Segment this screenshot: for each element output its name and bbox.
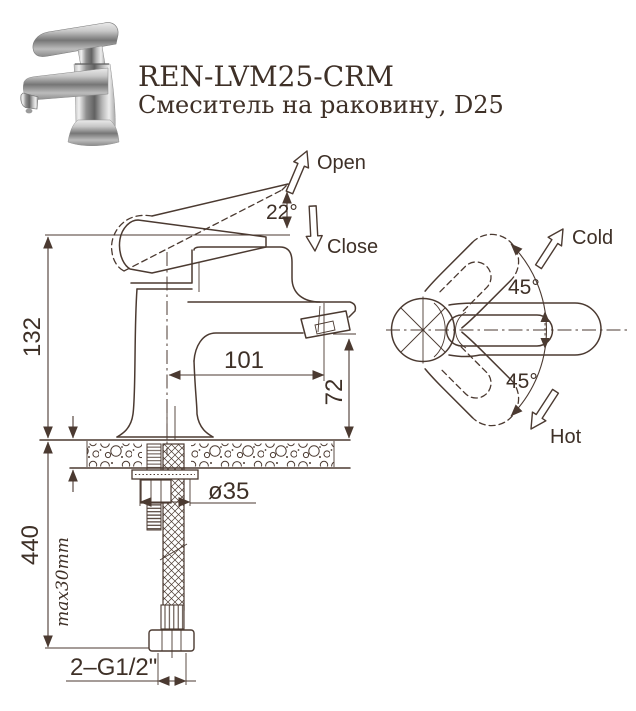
dim-cold-swing-angle: 45° <box>508 276 540 299</box>
dim-connection-thread: 2–G1/2" <box>70 654 157 681</box>
cold-arrow-icon <box>534 228 564 270</box>
front-view: 22° 132 101 72 440 max30mm ø35 2–G1/2" <box>17 150 378 686</box>
countertop-hatch-left <box>87 443 142 467</box>
dim-hot-swing-angle: 45° <box>506 370 538 393</box>
aerator <box>300 310 351 339</box>
dim-hole-diameter: ø35 <box>208 478 249 505</box>
model-code: REN-LVM25-CRM <box>138 60 394 93</box>
product-description: Смеситель на раковину, D25 <box>138 91 504 119</box>
open-label: Open <box>317 152 366 174</box>
handle-closed <box>118 219 267 274</box>
close-arrow-icon <box>305 205 323 252</box>
spout-underside <box>193 332 304 362</box>
spout-top-outline <box>193 246 357 318</box>
hot-arrow-icon <box>530 388 560 430</box>
dim-lever-angle: 22° <box>266 201 298 224</box>
hot-label: Hot <box>550 426 582 448</box>
top-view: 45° 45° Cold Hot <box>386 227 627 448</box>
cold-label: Cold <box>572 227 613 249</box>
close-label: Close <box>327 236 378 258</box>
handle-top-solid <box>448 302 602 358</box>
hose-nut <box>148 629 195 652</box>
dim-body-height: 132 <box>19 317 46 357</box>
countertop-hatch-right <box>191 443 334 467</box>
handle-open-dashed <box>110 214 153 272</box>
dim-spout-reach: 101 <box>224 347 264 374</box>
dim-hose-length: 440 <box>17 525 44 565</box>
dim-max-counter-thickness: max30mm <box>53 537 73 627</box>
open-arrow-icon <box>285 150 310 195</box>
product-photo <box>20 22 120 146</box>
handle-open-top-edge <box>151 183 289 217</box>
mounting-nut <box>140 479 172 504</box>
swing-arc <box>510 243 547 417</box>
dim-spout-height: 72 <box>321 379 348 406</box>
body-left-edge <box>116 288 138 438</box>
hose-collar <box>160 604 185 630</box>
flexible-hose <box>162 443 185 611</box>
body-right-edge <box>193 360 214 438</box>
